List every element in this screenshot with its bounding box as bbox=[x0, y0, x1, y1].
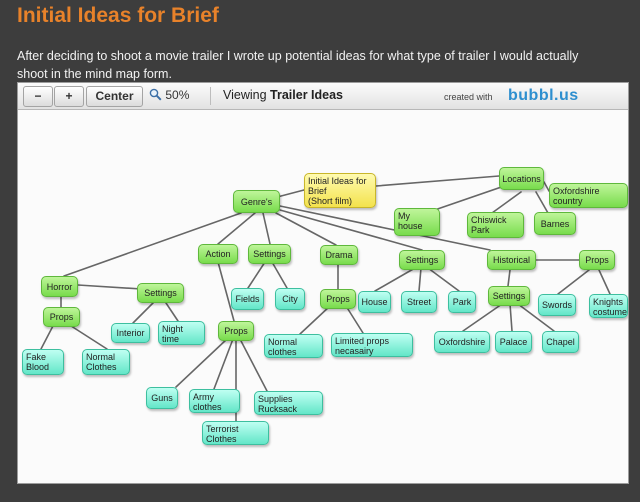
link-locations-oxhouse bbox=[543, 181, 550, 192]
link-dramasettings-house bbox=[374, 267, 416, 292]
node-palace[interactable]: Palace bbox=[495, 331, 532, 353]
created-with-label: created with bbox=[444, 92, 493, 102]
node-genres[interactable]: Genre's bbox=[233, 190, 280, 213]
node-historical-props[interactable]: Props bbox=[579, 250, 615, 270]
link-genres-horror bbox=[63, 212, 242, 277]
viewing-prefix: Viewing bbox=[223, 88, 267, 102]
node-knights-costume[interactable]: Knights costume bbox=[589, 294, 628, 318]
node-oxfordshire[interactable]: Oxfordshire bbox=[434, 331, 490, 353]
link-histprops-knights bbox=[598, 269, 611, 295]
link-locations-barnes bbox=[535, 191, 549, 214]
link-dramaprops-normal bbox=[299, 305, 331, 335]
link-histsettings-chapel bbox=[517, 303, 555, 332]
link-action-props bbox=[217, 261, 235, 322]
node-fake-blood[interactable]: Fake Blood bbox=[22, 349, 64, 375]
node-drama-settings[interactable]: Settings bbox=[399, 250, 445, 270]
link-horrorprops-normal bbox=[67, 323, 108, 350]
node-normal-clothes-drama[interactable]: Normal clothes bbox=[264, 334, 323, 358]
node-park[interactable]: Park bbox=[448, 291, 476, 313]
zoom-in-button[interactable]: + bbox=[54, 86, 84, 107]
bubbl-logo[interactable]: bubbl.us bbox=[508, 87, 579, 104]
magnifier-icon bbox=[149, 88, 162, 102]
node-army-clothes[interactable]: Army clothes bbox=[189, 389, 240, 413]
node-action[interactable]: Action bbox=[198, 244, 238, 264]
link-histprops-swords bbox=[557, 269, 590, 295]
node-swords[interactable]: Swords bbox=[538, 294, 576, 316]
node-locations[interactable]: Locations bbox=[499, 167, 544, 190]
center-button[interactable]: Center bbox=[86, 86, 143, 107]
link-genres-historical bbox=[279, 205, 491, 251]
node-action-props[interactable]: Props bbox=[218, 321, 254, 341]
node-fields[interactable]: Fields bbox=[231, 288, 264, 310]
node-historical-settings[interactable]: Settings bbox=[488, 286, 530, 306]
node-terrorist-clothes[interactable]: Terrorist Clothes bbox=[202, 421, 269, 445]
link-genres-action bbox=[217, 212, 256, 245]
node-house[interactable]: House bbox=[358, 291, 391, 313]
node-city[interactable]: City bbox=[275, 288, 305, 310]
zoom-indicator: 50% bbox=[149, 88, 189, 102]
link-actionprops-guns bbox=[175, 338, 228, 388]
link-actionprops-army bbox=[213, 338, 234, 390]
link-horrorprops-fake bbox=[40, 323, 55, 350]
link-locations-chiswick bbox=[491, 191, 522, 214]
node-drama[interactable]: Drama bbox=[320, 245, 358, 265]
link-genres-dramasettings bbox=[279, 209, 423, 251]
node-barnes[interactable]: Barnes bbox=[534, 212, 576, 235]
link-horrorsettings-interior bbox=[132, 302, 154, 324]
mindmap-toolbar: − + Center 50% Viewing Trailer Ideas cre… bbox=[18, 83, 628, 110]
node-root[interactable]: Initial Ideas for Brief (Short film) bbox=[304, 173, 376, 208]
node-chapel[interactable]: Chapel bbox=[542, 331, 579, 353]
map-name: Trailer Ideas bbox=[270, 88, 344, 102]
node-historical[interactable]: Historical bbox=[487, 250, 536, 270]
node-action-settings[interactable]: Settings bbox=[248, 244, 291, 264]
zoom-level: 50% bbox=[165, 88, 190, 102]
link-histsettings-ox bbox=[462, 303, 503, 332]
link-actionprops-supplies bbox=[239, 338, 268, 392]
link-genres-actionsettings bbox=[262, 212, 271, 245]
node-guns[interactable]: Guns bbox=[146, 387, 178, 409]
post-description: After deciding to shoot a movie trailer … bbox=[17, 49, 579, 81]
link-horrorsettings-night bbox=[165, 302, 179, 322]
mindmap-embed: − + Center 50% Viewing Trailer Ideas cre… bbox=[17, 82, 629, 484]
node-horror-props[interactable]: Props bbox=[43, 307, 80, 327]
post-title: Initial Ideas for Brief bbox=[17, 4, 219, 27]
link-actionsettings-city bbox=[271, 261, 288, 289]
link-dramasettings-street bbox=[418, 267, 422, 292]
node-interior[interactable]: Interior bbox=[111, 323, 150, 343]
link-root-locations bbox=[375, 175, 500, 187]
node-horror[interactable]: Horror bbox=[41, 276, 78, 297]
node-chiswick-park[interactable]: Chiswick Park bbox=[467, 212, 524, 238]
node-my-house[interactable]: My house bbox=[394, 208, 440, 236]
link-dramasettings-park bbox=[427, 267, 460, 292]
node-oxfordshire-house[interactable]: Oxfordshire country house bbox=[549, 183, 628, 208]
link-histsettings-palace bbox=[509, 303, 513, 332]
node-drama-props[interactable]: Props bbox=[320, 289, 356, 309]
link-historical-settings bbox=[507, 269, 511, 287]
link-actionsettings-fields bbox=[247, 261, 266, 289]
toolbar-divider bbox=[210, 87, 211, 105]
mindmap-connections bbox=[40, 175, 611, 422]
node-horror-settings[interactable]: Settings bbox=[137, 283, 184, 303]
viewing-label: Viewing Trailer Ideas bbox=[223, 88, 343, 102]
node-limited-props[interactable]: Limited props necasairy bbox=[331, 333, 413, 357]
link-genres-drama bbox=[275, 212, 337, 246]
node-night-time[interactable]: Night time bbox=[158, 321, 205, 345]
node-street[interactable]: Street bbox=[401, 291, 437, 313]
node-normal-clothes-horror[interactable]: Normal Clothes bbox=[82, 349, 130, 375]
mindmap-canvas[interactable]: Initial Ideas for Brief (Short film) Gen… bbox=[18, 110, 628, 483]
zoom-out-button[interactable]: − bbox=[23, 86, 53, 107]
node-supplies-rucksack[interactable]: Supplies Rucksack bbox=[254, 391, 323, 415]
link-dramaprops-limited bbox=[345, 305, 364, 334]
